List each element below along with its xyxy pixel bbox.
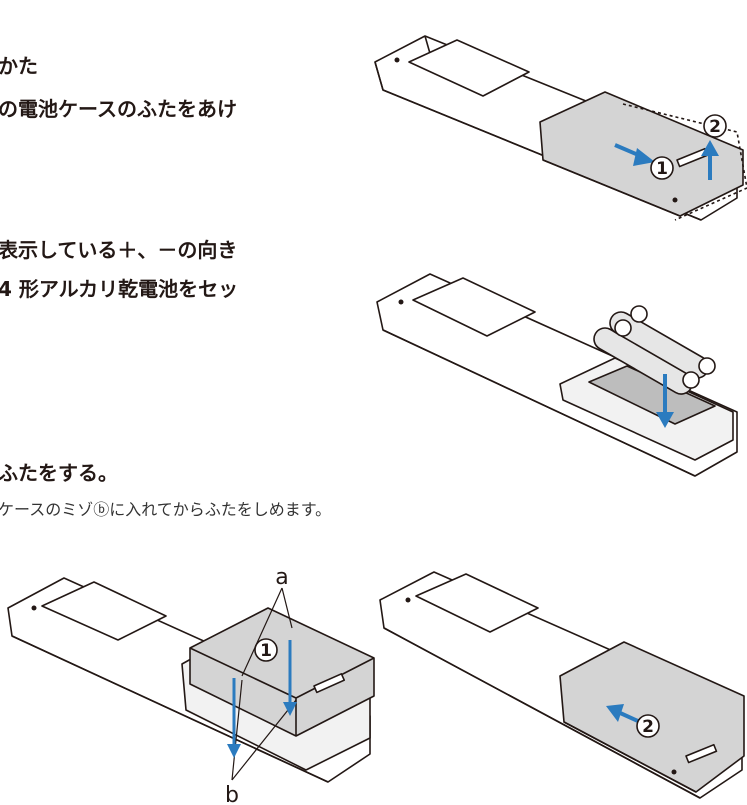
figure-open-cover: 1 2 <box>374 35 747 221</box>
slide-arrow-icon <box>606 704 641 724</box>
svg-text:2: 2 <box>709 117 721 137</box>
figure-close-cover: 2 <box>379 571 745 799</box>
marker-2: 2 <box>703 114 727 138</box>
lift-arrow-icon <box>701 140 719 180</box>
slide-arrow-icon <box>614 143 655 166</box>
step2-text-line1: 表示している＋、－の向き <box>0 238 238 262</box>
svg-text:1: 1 <box>260 641 272 661</box>
marker-1: 1 <box>254 638 278 662</box>
step3-note: ケースのミゾⓑに入れてからふたをしめます。 <box>0 500 332 519</box>
insert-arrow-icon <box>656 374 674 428</box>
label-b: b <box>225 783 239 805</box>
label-a: a <box>275 568 288 590</box>
svg-text:1: 1 <box>656 159 668 179</box>
marker-2: 2 <box>636 714 660 738</box>
drop-arrows-icon <box>227 640 297 758</box>
section-heading: かた <box>0 54 38 78</box>
step2-text-line2: 4 形アルカリ乾電池をセッ <box>0 277 239 301</box>
step3-text: ふたをする。 <box>0 461 118 485</box>
svg-text:2: 2 <box>642 717 654 737</box>
step1-text: の電池ケースのふたをあけ <box>0 97 237 121</box>
figure-insert-batteries <box>376 273 738 477</box>
marker-1: 1 <box>650 156 674 180</box>
figure-cover-grooves: 1 a b <box>7 568 375 805</box>
pointer-lines <box>231 587 297 781</box>
